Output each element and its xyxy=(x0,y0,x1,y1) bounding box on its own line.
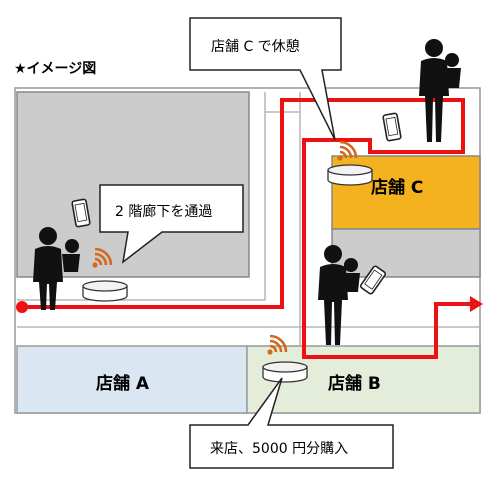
person-with-child-icon xyxy=(33,227,80,310)
callout-rest-text: 店舗 C で休憩 xyxy=(211,39,300,55)
route-arrow-head xyxy=(470,296,483,312)
callout-purchase-bubble xyxy=(189,377,394,469)
store-a-area xyxy=(16,345,248,414)
callout-purchase-text: 来店、5000 円分購入 xyxy=(210,441,349,457)
beacon-icon xyxy=(327,164,373,186)
person-with-child-icon xyxy=(419,39,461,142)
store-a-label: 店舗 A xyxy=(96,374,150,394)
route-path xyxy=(22,98,470,359)
callout-pass-bubble xyxy=(99,184,244,264)
beacon-icon xyxy=(82,280,128,302)
diagram-title: ★イメージ図 xyxy=(14,61,97,77)
callout-pass-text: 2 階廊下を通過 xyxy=(115,204,213,220)
store-c-label: 店舗 C xyxy=(371,178,424,198)
beacon-icon xyxy=(262,361,308,383)
callout-rest-bubble xyxy=(189,17,342,141)
route-start-dot xyxy=(16,301,28,313)
person-with-child-icon xyxy=(318,245,360,345)
store-b-label: 店舗 B xyxy=(328,374,381,394)
